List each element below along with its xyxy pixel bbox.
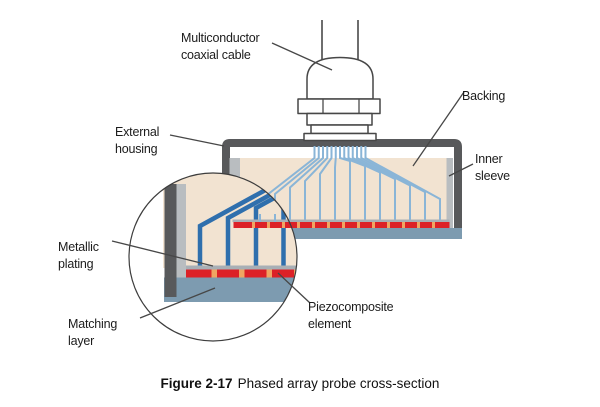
label-multiconductor-coaxial-cable: Multiconductor coaxial cable — [181, 31, 260, 62]
wire-stubs — [259, 214, 276, 222]
coaxial-cable — [321, 20, 359, 60]
leader-backing — [412, 91, 465, 167]
matching-layer-magnified — [164, 277, 297, 302]
magnifier-circle — [128, 172, 298, 342]
figure-number: Figure 2-17 — [160, 376, 233, 391]
piezo-elements-magnified — [186, 269, 297, 278]
gland-neck — [310, 124, 369, 135]
gland-body — [306, 112, 373, 126]
cable-gland — [297, 20, 381, 142]
matching-layer-strip — [230, 228, 462, 239]
leader-matching-layer — [139, 287, 216, 319]
inner-sleeve-magnified — [176, 184, 186, 278]
label-metallic-plating: Metallic plating — [58, 240, 99, 271]
figure-caption: Figure 2-17 Phased array probe cross-sect… — [0, 376, 600, 391]
inner-sleeve-right — [446, 158, 453, 228]
gland-flange — [303, 132, 377, 142]
leader-lines — [111, 42, 474, 319]
label-external-housing: External housing — [115, 125, 160, 156]
label-piezocomposite-element: Piezocomposite element — [308, 300, 394, 331]
label-backing: Backing — [462, 89, 506, 103]
gland-nut — [297, 98, 381, 115]
piezo-element-strip-overlay — [232, 219, 450, 228]
housing-air-gap — [230, 147, 454, 158]
label-inner-sleeve: Inner sleeve — [475, 152, 510, 183]
leader-metallic-plating — [111, 240, 214, 267]
leader-piezocomposite — [277, 272, 311, 304]
leader-external-housing — [169, 134, 225, 147]
leader-multiconductor — [271, 42, 333, 71]
metallic-plating-magnified — [186, 265, 297, 270]
figure-title: Phased array probe cross-section — [237, 376, 440, 391]
housing-wall-magnified — [164, 184, 177, 297]
label-matching-layer: Matching layer — [68, 317, 118, 348]
gland-dome — [306, 56, 374, 100]
leader-inner-sleeve — [448, 163, 474, 177]
